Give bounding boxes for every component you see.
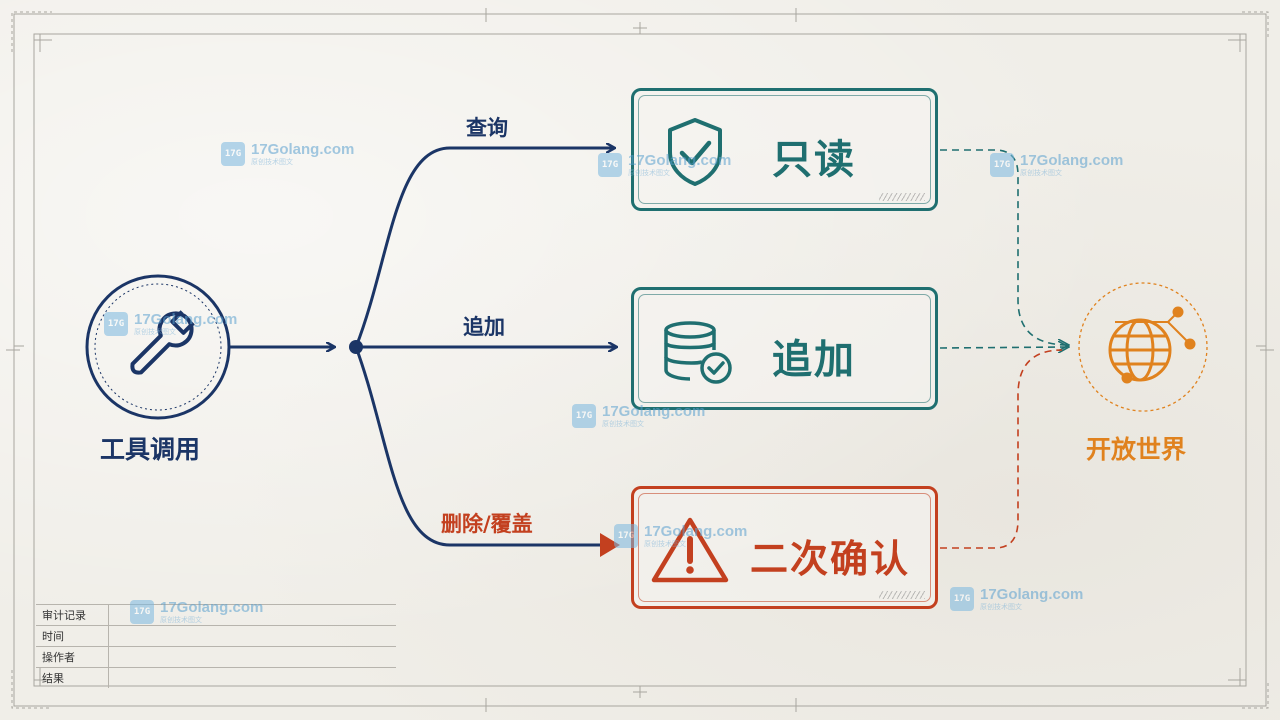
drawing-frame xyxy=(6,8,1274,712)
audit-key: 时间 xyxy=(36,625,109,647)
dashed-edge-append xyxy=(939,347,1068,348)
watermark-text: 17Golang.com xyxy=(160,599,264,616)
box-append[interactable]: 追加 xyxy=(631,287,938,410)
globe-icon xyxy=(1108,306,1196,384)
audit-row: 操作者 xyxy=(36,646,396,668)
watermark-logo: 17G xyxy=(950,587,974,611)
watermark-sub: 原创技术图文 xyxy=(134,328,176,336)
sink-node xyxy=(1078,282,1208,412)
edge-query xyxy=(354,148,614,348)
watermark-sub: 原创技术图文 xyxy=(644,540,686,548)
edge-delete xyxy=(354,346,612,547)
shield-check-icon xyxy=(668,118,722,186)
warning-icon xyxy=(651,517,729,583)
edge-label-delete: 删除/覆盖 xyxy=(441,512,533,536)
audit-key: 操作者 xyxy=(36,646,109,668)
box-confirm-label: 二次确认 xyxy=(750,537,911,581)
watermark-logo: 17G xyxy=(572,404,596,428)
watermark-logo: 17G xyxy=(221,142,245,166)
watermark-text: 17Golang.com xyxy=(980,586,1084,603)
watermark-logo: 17G xyxy=(130,600,154,624)
edge-label-append: 追加 xyxy=(463,315,505,339)
edge-delete-arrow xyxy=(600,533,620,557)
watermark-logo: 17G xyxy=(614,524,638,548)
source-label: 工具调用 xyxy=(100,435,201,464)
watermark-sub: 原创技术图文 xyxy=(628,169,670,177)
watermark-text: 17Golang.com xyxy=(134,311,238,328)
wrench-icon xyxy=(130,310,195,375)
dashed-edge-readonly xyxy=(940,149,1068,345)
watermark-text: 17Golang.com xyxy=(644,523,748,540)
watermark-text: 17Golang.com xyxy=(602,403,706,420)
watermark-sub: 原创技术图文 xyxy=(160,616,202,624)
box-append-label: 追加 xyxy=(772,337,856,383)
audit-row: 时间 xyxy=(36,625,396,647)
source-node xyxy=(85,274,231,420)
audit-row: 审计记录 xyxy=(36,604,396,626)
watermark-logo: 17G xyxy=(104,312,128,336)
dashed-edge-confirm xyxy=(940,349,1063,549)
watermark-sub: 原创技术图文 xyxy=(1020,169,1062,177)
audit-key: 结果 xyxy=(36,667,109,688)
box-confirm[interactable]: 二次确认 xyxy=(631,486,938,609)
watermark-logo: 17G xyxy=(598,153,622,177)
watermark-logo: 17G xyxy=(990,153,1014,177)
audit-value xyxy=(108,625,396,647)
dashed-edges xyxy=(939,149,1068,549)
audit-value xyxy=(108,604,396,626)
box-readonly[interactable]: 只读 xyxy=(631,88,938,211)
audit-value xyxy=(108,646,396,668)
flow-edges xyxy=(229,148,616,547)
box-readonly-label: 只读 xyxy=(772,137,856,183)
box-hatch xyxy=(879,193,925,201)
watermark-text: 17Golang.com xyxy=(251,141,355,158)
edge-label-query: 查询 xyxy=(466,116,508,140)
sink-label: 开放世界 xyxy=(1086,435,1187,464)
watermark-text: 17Golang.com xyxy=(628,152,732,169)
audit-key: 审计记录 xyxy=(36,604,109,626)
watermark-sub: 原创技术图文 xyxy=(980,603,1022,611)
audit-table: 审计记录 时间 操作者 结果 xyxy=(36,604,396,688)
box-hatch xyxy=(879,591,925,599)
audit-row: 结果 xyxy=(36,667,396,688)
audit-value xyxy=(108,667,396,688)
database-check-icon xyxy=(664,321,732,384)
watermark-text: 17Golang.com xyxy=(1020,152,1124,169)
watermark-sub: 原创技术图文 xyxy=(251,158,293,166)
watermark-sub: 原创技术图文 xyxy=(602,420,644,428)
